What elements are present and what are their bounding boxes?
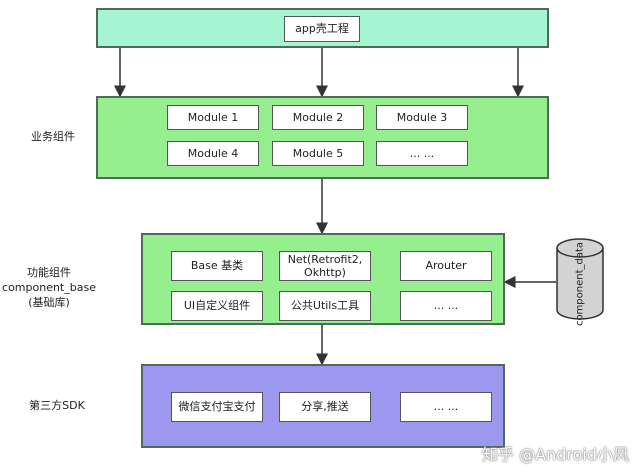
functional-label-line: 功能组件 [27,266,71,279]
business-layer: Module 1 Module 2 Module 3 Module 4 Modu… [96,96,549,179]
business-module: Module 5 [272,141,364,166]
functional-label-line: (基础库) [28,295,70,309]
app-shell-module: app壳工程 [284,16,360,42]
sdk-layer-label: 第三方SDK [29,399,85,412]
sdk-layer: 微信支付宝支付 分享,推送 ... ... [141,364,505,448]
business-layer-label: 业务组件 [31,130,75,143]
functional-module: 公共Utils工具 [279,291,371,321]
component-data-cylinder [556,238,604,320]
functional-layer-label: 功能组件 component_base (基础库) [0,266,98,311]
functional-module: Base 基类 [171,251,263,281]
business-module: ... ... [376,141,468,166]
business-module: Module 2 [272,105,364,130]
business-module: Module 4 [167,141,259,166]
sdk-module: 微信支付宝支付 [171,392,263,422]
business-module: Module 1 [167,105,259,130]
component-data-label: component_data [574,241,586,327]
functional-module: Net(Retrofit2, Okhttp) [279,251,371,281]
functional-module: UI自定义组件 [171,291,263,321]
functional-label-line: component_base [2,280,96,294]
business-module: Module 3 [376,105,468,130]
functional-module: Arouter [400,251,492,281]
watermark: 知乎 @Android小风 [482,445,629,464]
functional-module: ... ... [400,291,492,321]
sdk-module: ... ... [400,392,492,422]
app-shell-layer: app壳工程 [96,8,549,48]
functional-layer: Base 基类 Net(Retrofit2, Okhttp) Arouter U… [141,233,505,325]
sdk-module: 分享,推送 [279,392,371,422]
